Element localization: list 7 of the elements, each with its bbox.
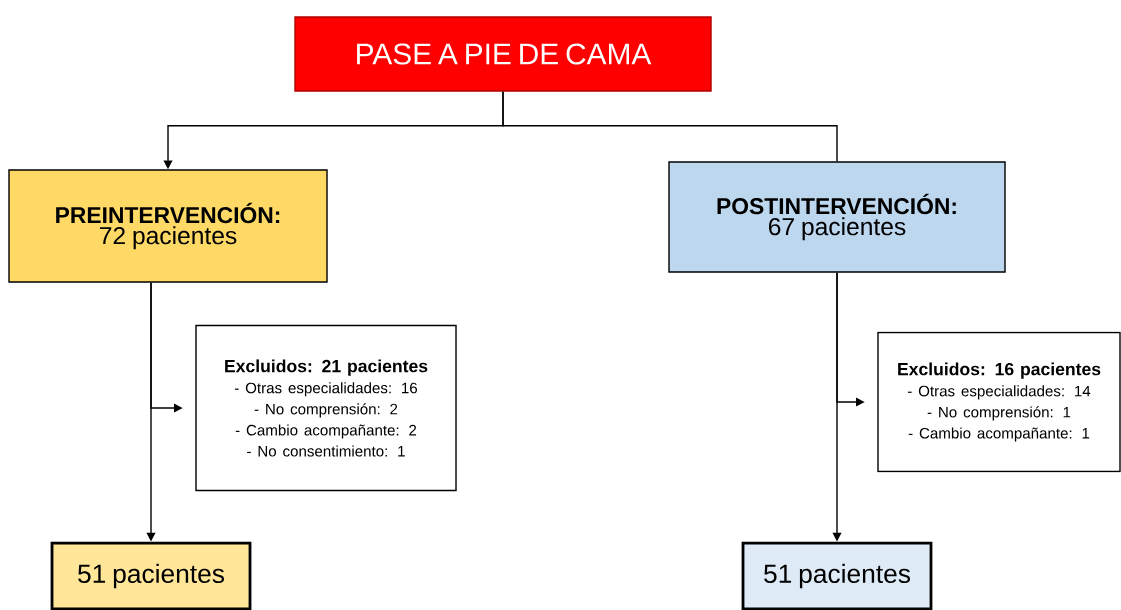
group-box: PREINTERVENCIÓN: 72 pacientes: [8, 169, 328, 283]
result-box: 51 pacientes: [50, 541, 252, 610]
group-box: POSTINTERVENCIÓN: 67 pacientes: [668, 161, 1006, 273]
result-box: 51 pacientes: [741, 541, 933, 610]
exclusion-box: Excluidos: 21 pacientes - Otras especialidades: 16 - No comprensión: 2 - Cambio acompañante: 2 - No consentimiento: 1: [195, 324, 457, 492]
exclusion-box: Excluidos: 16 pacientes - Otras especialidades: 14 - No comprensión: 1 - Cambio acompañante: 1: [877, 331, 1121, 473]
title-box: PASE A PIE DE CAMA: [294, 16, 712, 92]
